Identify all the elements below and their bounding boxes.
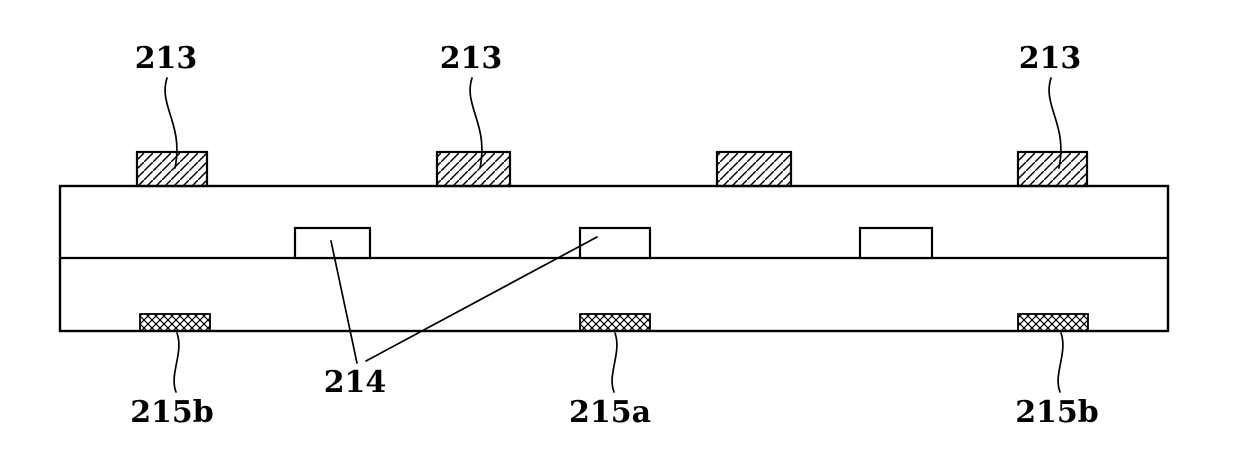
label-215b-right: 215b — [1015, 395, 1099, 430]
label-213-left: 213 — [135, 41, 198, 76]
top-pad-213-1 — [135, 150, 209, 188]
leader-213-right — [1048, 77, 1062, 169]
top-pad-213-2 — [435, 150, 512, 188]
label-213-right: 213 — [1019, 41, 1082, 76]
label-215b-left: 215b — [130, 395, 214, 430]
inner-pad-214-1 — [293, 226, 372, 260]
leader-213-center — [469, 77, 483, 169]
label-214: 214 — [324, 365, 387, 400]
leader-215a — [611, 332, 618, 393]
label-213-center: 213 — [440, 41, 503, 76]
top-pad-213-3 — [715, 150, 793, 188]
bottom-pad-215a-2 — [579, 313, 651, 332]
inner-pad-214-2 — [578, 226, 652, 260]
leader-213-left — [164, 77, 178, 169]
leader-214-a — [330, 240, 358, 364]
leader-214-b — [365, 236, 598, 362]
top-pad-213-4 — [1016, 150, 1089, 188]
bottom-pad-215b-3 — [1017, 313, 1089, 332]
label-215a: 215a — [569, 395, 651, 430]
leader-215b-left — [173, 332, 180, 393]
inner-pad-214-3 — [858, 226, 934, 260]
bottom-pad-215b-1 — [139, 313, 211, 332]
leader-215b-right — [1057, 332, 1064, 393]
